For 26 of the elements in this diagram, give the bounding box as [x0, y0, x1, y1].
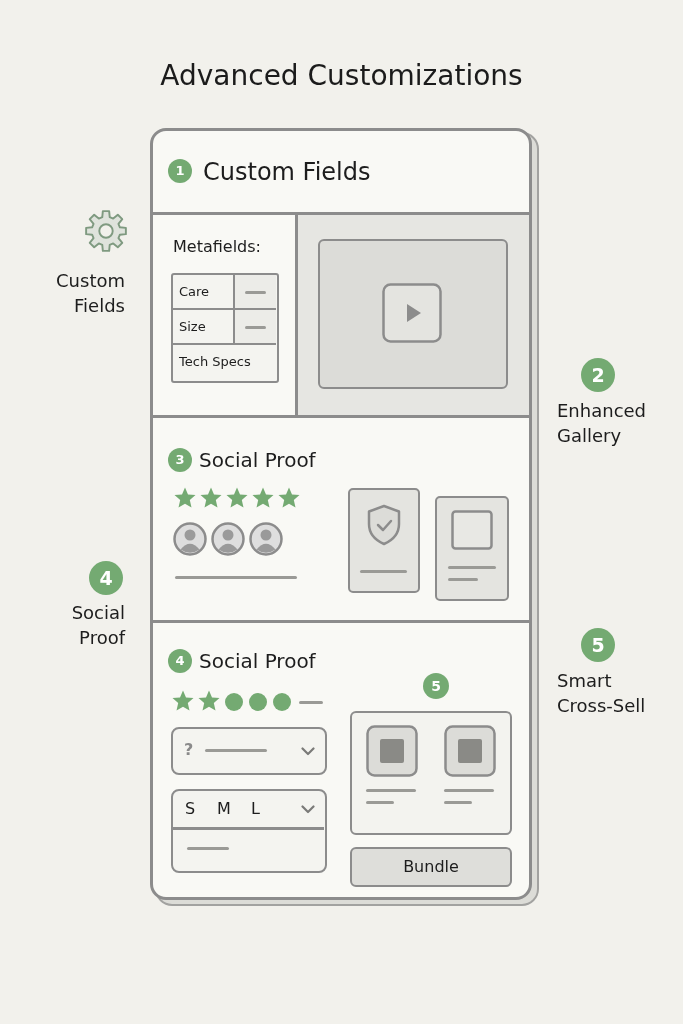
number-badge: 2: [581, 358, 615, 392]
size-option: S: [185, 799, 196, 819]
number-badge: 4: [89, 561, 123, 595]
number-badge: 1: [168, 159, 192, 183]
bundle-button: Bundle: [350, 847, 512, 887]
size-option: L: [251, 799, 260, 819]
number-badge: 4: [168, 649, 192, 673]
section-heading: Custom Fields: [203, 157, 371, 187]
number-badge: 5: [423, 673, 449, 699]
feature-caption: Custom Fields: [55, 269, 125, 318]
diagram-title: Advanced Customizations: [159, 58, 524, 94]
gallery-panel: [298, 215, 529, 415]
feature-caption: Enhanced Gallery: [557, 399, 648, 448]
size-selector: [171, 789, 327, 873]
number-badge: 3: [168, 448, 192, 472]
section-heading: Social Proof: [199, 448, 316, 473]
section-heading: Social Proof: [199, 649, 316, 674]
product-bundle-panel: [350, 711, 512, 835]
size-option: M: [217, 799, 231, 819]
field-group-label: Metafields:: [173, 237, 261, 257]
feature-caption: Social Proof: [70, 601, 125, 650]
feature-caption: Smart Cross-Sell: [557, 669, 647, 718]
table-cell-text: Tech Specs: [178, 353, 252, 371]
number-badge: 5: [581, 628, 615, 662]
metafields-table: [171, 273, 279, 383]
dropdown-field: ?: [171, 727, 327, 775]
